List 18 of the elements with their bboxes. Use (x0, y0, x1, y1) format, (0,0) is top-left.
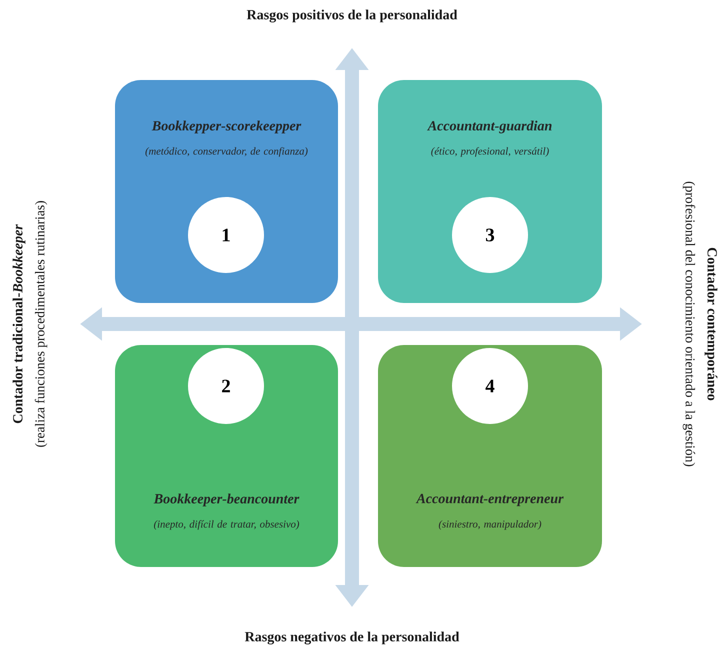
quadrant-title: Bookkepper-scorekeepper (152, 120, 302, 134)
axis-description: (realiza funciones procedimentales rutinarias) (34, 201, 48, 447)
quadrant-box (378, 345, 602, 567)
quadrant-description: (inepto, difícil de tratar, obsesivo) (154, 520, 300, 530)
axis-label: Contador tradicional-Bookkeeper (12, 224, 26, 424)
quadrant-title: Accountant-guardian (427, 120, 552, 134)
quadrant-description: (siniestro, manipulador) (438, 520, 542, 530)
axis-label: Rasgos negativos de la personalidad (244, 632, 460, 644)
quadrant-box (115, 345, 338, 567)
axis-label: Rasgos positivos de la personalidad (246, 10, 458, 22)
quadrant-box (115, 80, 338, 303)
quadrant-box (378, 80, 602, 303)
quadrant-description: (ético, profesional, versátil) (431, 147, 549, 157)
axis-label: Contador contemporáneo (704, 248, 718, 400)
axis-description: (profesional del conocimiento orientado a la gestión) (682, 182, 696, 466)
quadrant-title: Bookkeeper-beancounter (154, 494, 300, 506)
quadrant-title: Accountant-entrepreneur (416, 494, 564, 506)
quadrant-description: (metódico, conservador, de confianza) (145, 147, 308, 157)
